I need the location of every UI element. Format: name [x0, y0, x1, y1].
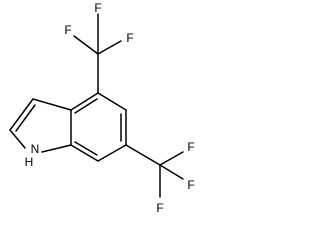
bond-c3a-c3 — [32, 98, 72, 111]
bond-cf3-f5 — [159, 164, 184, 180]
bond-c3a-c4-inner — [74, 98, 98, 114]
bond-cf3-f4 — [159, 151, 184, 166]
bond-c6-cf3 — [125, 144, 161, 166]
atom-label-f1: F — [94, 1, 101, 15]
bond-c3-c2-inner — [15, 104, 36, 132]
atom-label-f4: F — [187, 140, 194, 154]
bond-c7-c7a-inner — [74, 141, 98, 156]
bond-c6-c7 — [97, 144, 127, 162]
atom-label-f6: F — [156, 201, 163, 215]
atom-label-h: H — [25, 155, 34, 169]
bond-n1-c7a — [41, 144, 72, 153]
atom-label-f2: F — [64, 23, 71, 37]
bond-c7-c7a — [70, 144, 99, 162]
bond-c4-c5 — [97, 92, 127, 111]
indole-structure-diagram: F F F F F F N H — [9, 1, 195, 215]
bond-cf3-f3 — [97, 40, 122, 55]
bond-cf3-f2 — [73, 35, 99, 55]
bond-c2-n1 — [9, 129, 26, 149]
atom-label-n: N — [31, 142, 40, 156]
bond-c3-c2 — [9, 98, 34, 131]
bond-c3a-c4 — [70, 92, 99, 111]
atom-label-f5: F — [187, 178, 194, 192]
atom-label-f3: F — [126, 31, 133, 45]
